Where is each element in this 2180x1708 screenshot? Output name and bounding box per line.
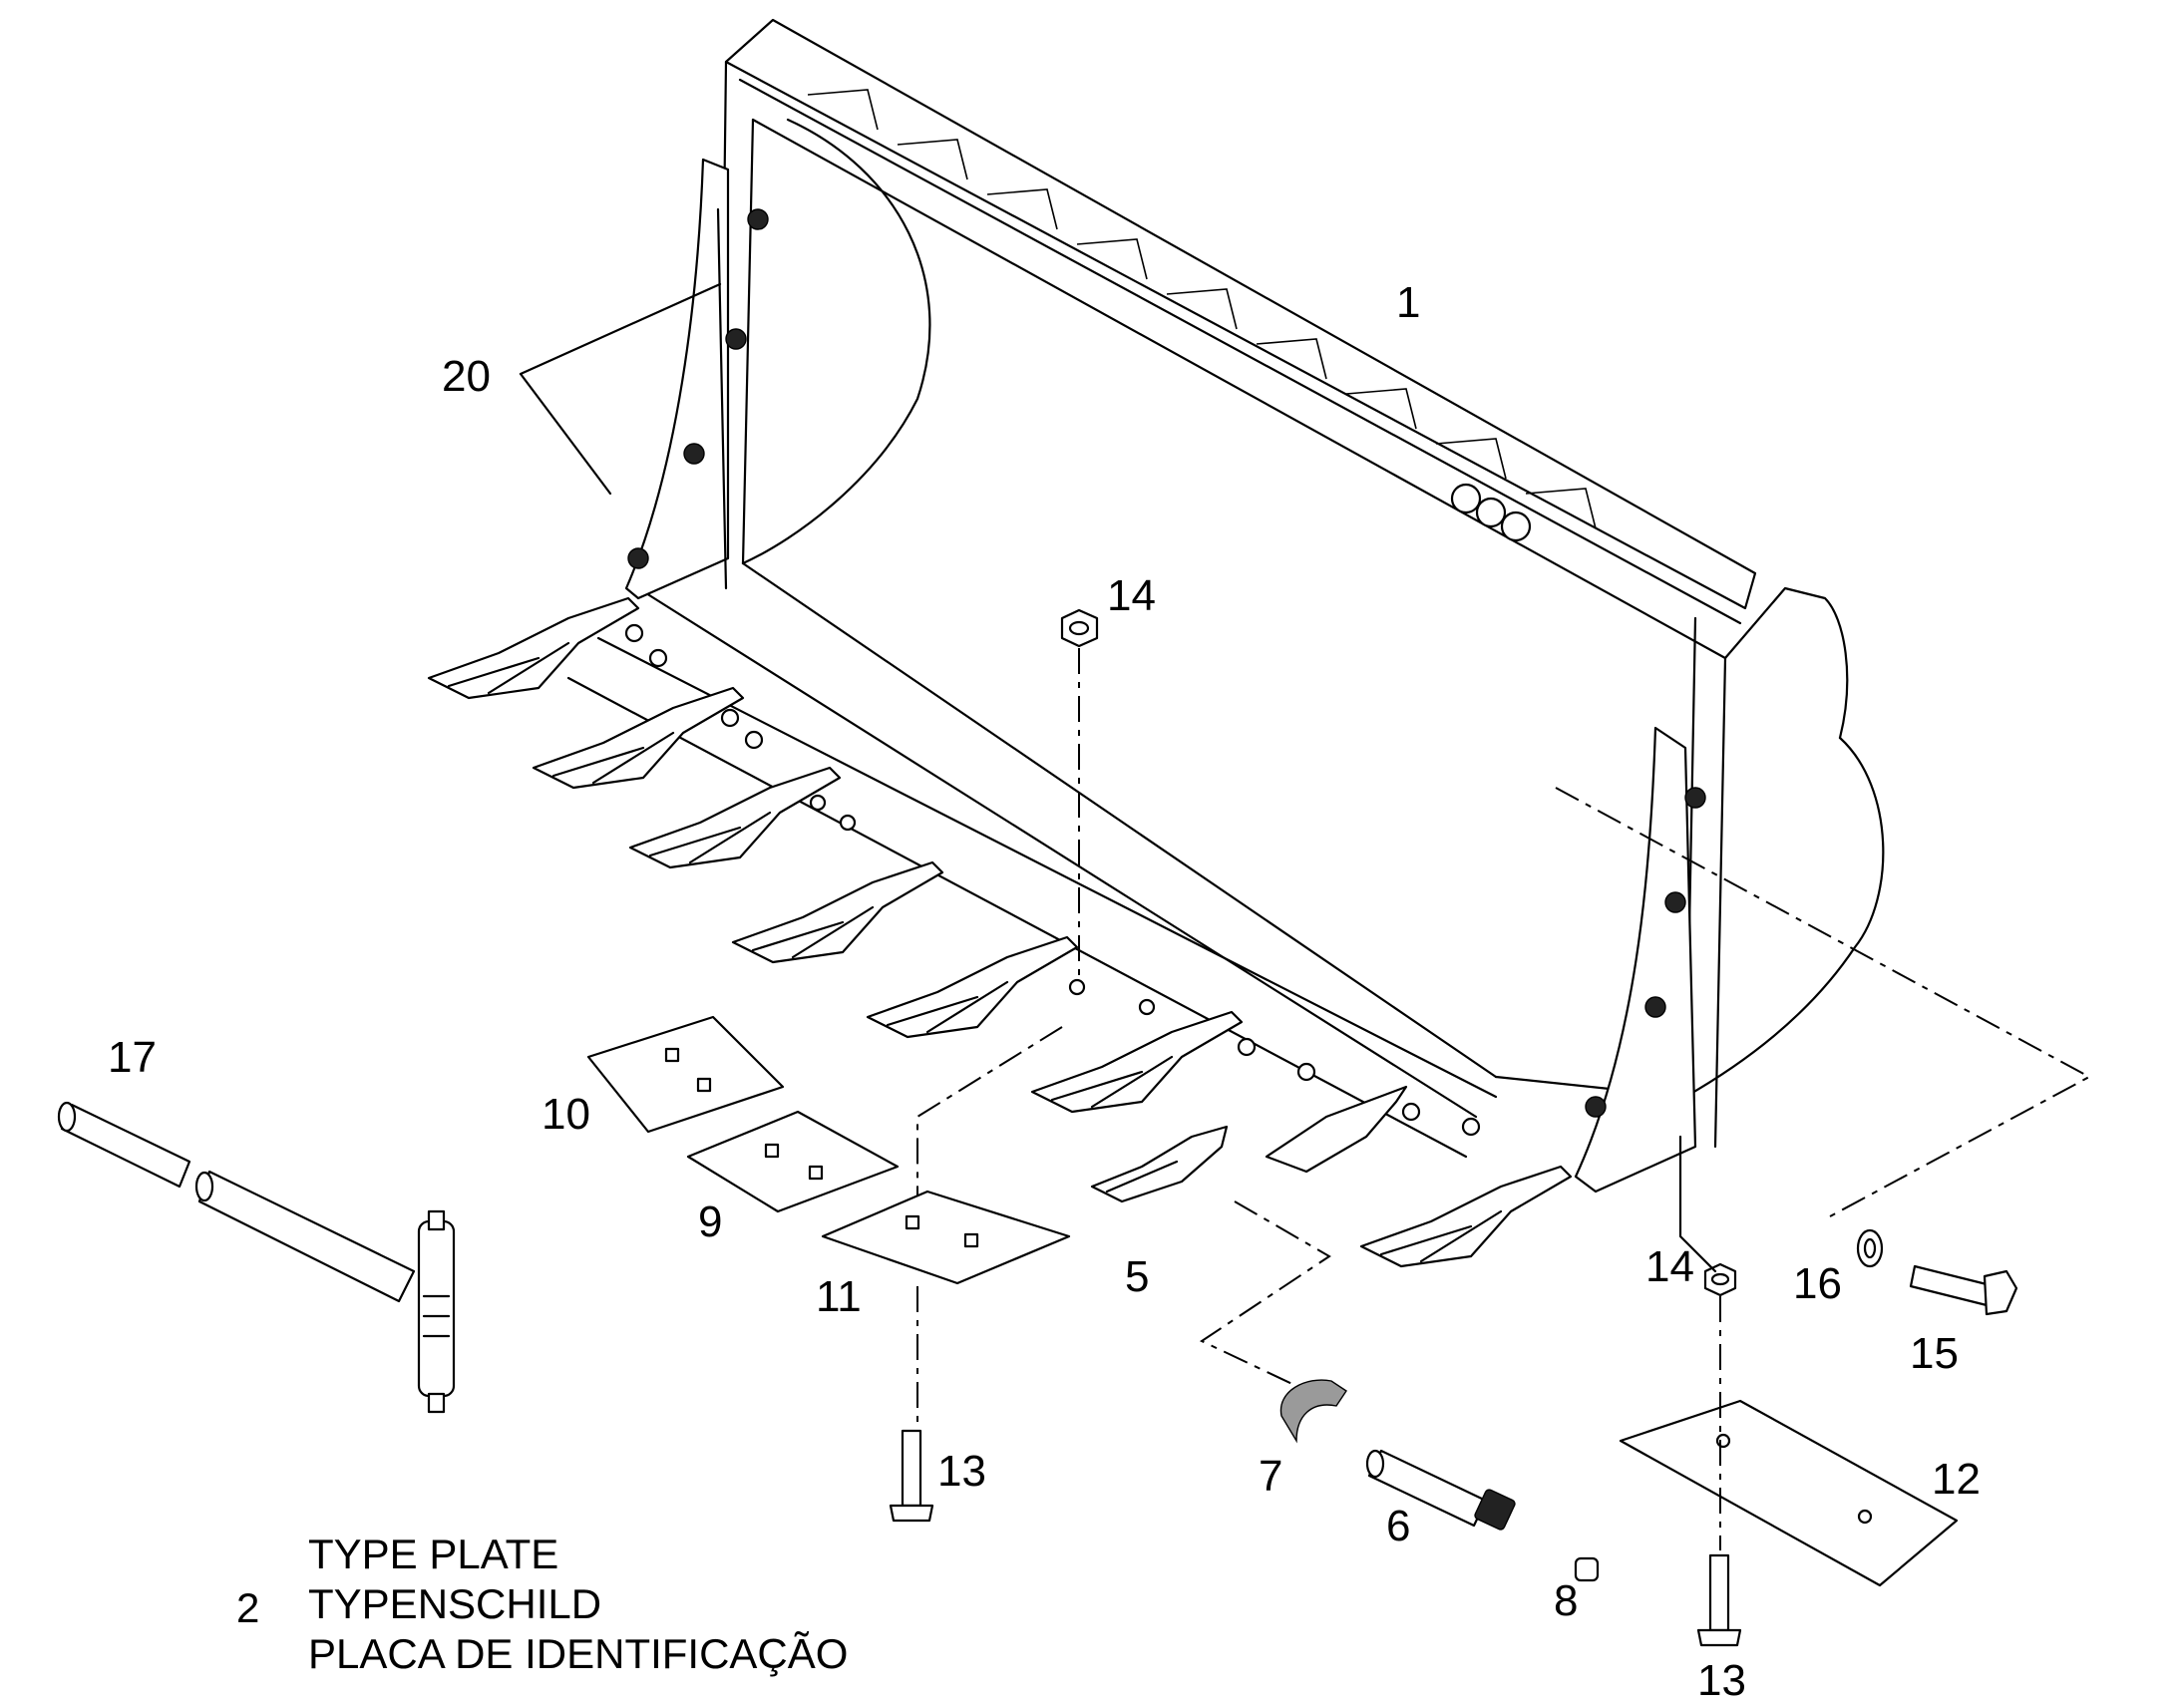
nut-14-top: [1060, 608, 1099, 648]
wear-plate-9: [686, 1110, 900, 1213]
tooth-6: [1030, 1010, 1244, 1114]
type-plate-note: 2 TYPE PLATE TYPENSCHILD PLACA DE IDENTI…: [236, 1531, 848, 1677]
callout-12: 12: [1932, 1455, 1981, 1504]
plug-8: [1574, 1556, 1600, 1582]
callout-10: 10: [542, 1090, 590, 1139]
leader-lines: [519, 282, 2092, 1550]
tooth-3: [628, 766, 842, 869]
callout-8: 8: [1554, 1576, 1578, 1625]
wear-plate-11: [821, 1190, 1071, 1285]
callout-20: 20: [442, 352, 491, 401]
note-line-3: PLACA DE IDENTIFICAÇÃO: [308, 1630, 848, 1677]
tooth-adapter: [1265, 1085, 1408, 1174]
callout-5: 5: [1125, 1252, 1149, 1301]
pin-tool-17: [57, 1101, 456, 1414]
note-line-1: TYPE PLATE: [308, 1531, 558, 1577]
bolt-13-left: [889, 1429, 934, 1523]
washer-16: [1856, 1228, 1884, 1268]
pin-6: [1365, 1449, 1516, 1531]
bucket-body: [636, 18, 1885, 1149]
callout-9: 9: [698, 1197, 722, 1246]
bolt-15: [1909, 1264, 2018, 1316]
callout-6: 6: [1386, 1502, 1410, 1550]
callout-16: 16: [1793, 1259, 1842, 1308]
callout-13-left: 13: [937, 1447, 986, 1496]
tooth-1: [427, 596, 640, 700]
tooth-5: [866, 935, 1079, 1039]
callout-1: 1: [1396, 278, 1420, 327]
side-cutter-right: [1574, 726, 1706, 1194]
tooth-4: [731, 860, 944, 964]
callout-13-right: 13: [1697, 1656, 1746, 1705]
tooth-7: [1359, 1165, 1573, 1268]
callout-14-bottom: 14: [1645, 1242, 1694, 1291]
plate-12: [1619, 1399, 1959, 1587]
callout-17: 17: [108, 1033, 157, 1082]
callout-7: 7: [1259, 1452, 1282, 1501]
note-number: 2: [236, 1584, 259, 1631]
tooth-2: [532, 686, 745, 790]
callout-15: 15: [1910, 1329, 1959, 1378]
cutting-edge: [566, 623, 1498, 1159]
callout-11: 11: [816, 1272, 862, 1321]
callout-14-top: 14: [1107, 571, 1156, 620]
note-line-2: TYPENSCHILD: [308, 1580, 601, 1627]
callout-labels: 1 20 14 17 10 9 11 5 14 16 15 13 7 6 12 …: [108, 278, 1981, 1705]
bolt-13-right: [1696, 1553, 1742, 1647]
tooth-tip-part5: [1090, 1125, 1229, 1203]
wear-plate-10: [586, 1015, 785, 1134]
bucket-teeth: [427, 596, 1573, 1268]
nut-14-bottom: [1703, 1262, 1737, 1297]
side-cutter-left: [624, 158, 769, 600]
retainer-7: [1279, 1379, 1347, 1444]
